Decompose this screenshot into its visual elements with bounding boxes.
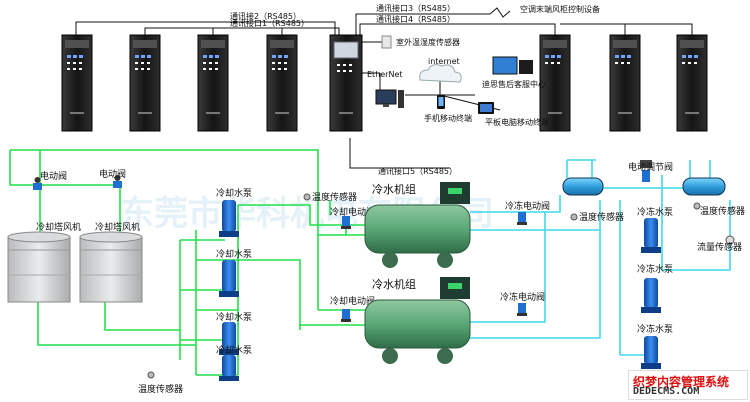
mobile-phone-icon — [437, 95, 445, 109]
service-center-icon — [492, 56, 533, 75]
main-plc-cabinet — [329, 34, 363, 132]
chilled-pump-2-label: 冷冻水泵 — [637, 263, 673, 275]
ac-terminal-label: 空调末端风柜控制设备 — [520, 4, 600, 14]
corner-logo: 织梦内容管理系统 DEDECMS.COM — [628, 370, 748, 400]
chiller-2-label: 冷水机组 — [372, 277, 416, 291]
chilled-valve-1-label: 冷冻电动阀 — [505, 200, 550, 212]
motor-valve-1-icon — [33, 177, 42, 190]
cooling-pump-4-label: 冷却水泵 — [216, 344, 252, 356]
motor-valve-1-label: 电动阀 — [40, 170, 67, 182]
cooling-tower-fan-1-label: 冷却塔风机 — [36, 221, 81, 233]
comm-port-3-label: 通讯接口3（RS485） — [376, 3, 455, 13]
comm-port-4-label: 通讯接口4（RS485） — [376, 14, 455, 24]
chilled-valve-2-label: 冷冻电动阀 — [500, 291, 545, 303]
ethernet-label: EtherNet — [367, 70, 403, 79]
supply-header — [562, 177, 604, 196]
cooling-pump-2-label: 冷却水泵 — [216, 248, 252, 260]
chiller-unit-1 — [364, 182, 471, 268]
control-cabinet — [129, 34, 161, 132]
flow-sensor-icon — [725, 235, 735, 245]
chilled-pump-3-label: 冷冻水泵 — [637, 323, 673, 335]
control-cabinets — [61, 34, 708, 132]
outdoor-sensor-icon — [381, 35, 392, 49]
cooling-valve-1-label: 冷却电动阀 — [330, 206, 375, 218]
comm-port-2-label: 通讯接2（RS485） — [230, 11, 301, 21]
motor-valve-2-icon — [113, 175, 122, 188]
temp-sensor-1-label: 温度传感器 — [312, 191, 357, 203]
control-cabinet — [266, 34, 298, 132]
desktop-computer-icon — [375, 89, 404, 108]
tablet-terminal-label: 平板电脑移动终端 — [485, 117, 549, 127]
cooling-tower-1 — [7, 231, 71, 303]
temp-sensor-3-label: 温度传感器 — [700, 205, 745, 217]
cooling-valve-1-icon — [341, 216, 351, 229]
internet-label: internet — [428, 57, 460, 66]
chiller-unit-2 — [364, 277, 471, 364]
chilled-valve-1-icon — [517, 212, 527, 225]
cooling-tower-2 — [79, 231, 143, 303]
chilled-pump-1 — [641, 218, 661, 253]
comm-bus-lines — [75, 7, 693, 169]
temperature-sensor-icon — [303, 193, 311, 201]
chiller-1-label: 冷水机组 — [372, 182, 416, 196]
temperature-sensor-icon — [570, 213, 578, 221]
temp-sensor-2-label: 温度传感器 — [579, 211, 624, 223]
motor-regulating-valve-icon — [640, 160, 652, 182]
cooling-valve-2-label: 冷却电动阀 — [330, 295, 375, 307]
outdoor-sensor-label: 室外温湿度传感器 — [396, 37, 460, 47]
cooling-pump-2 — [219, 260, 239, 297]
temp-sensor-4-label: 温度传感器 — [138, 383, 183, 395]
cooling-valve-2-icon — [341, 309, 351, 322]
cooling-pump-3 — [219, 322, 239, 355]
control-cabinet — [609, 34, 641, 132]
control-cabinet — [676, 34, 708, 132]
comm-port-5-label: 通讯接口5（RS485） — [378, 166, 457, 176]
chilled-pump-2 — [641, 278, 661, 313]
cooling-pump-1-label: 冷却水泵 — [216, 187, 252, 199]
temperature-sensor-icon — [693, 202, 701, 210]
mobile-terminal-label: 手机移动终端 — [424, 113, 472, 123]
service-center-label: 迪思售后客服中心 — [482, 79, 546, 89]
internet-cloud-icon — [419, 64, 462, 83]
motor-regulating-valve-label: 电动调节阀 — [628, 161, 673, 173]
cooling-pump-4 — [219, 355, 239, 381]
corner-logo-line2: DEDECMS.COM — [633, 386, 700, 397]
temperature-sensor-icon — [147, 371, 155, 379]
chilled-pump-1-label: 冷冻水泵 — [637, 206, 673, 218]
chilled-pump-3 — [641, 336, 661, 369]
chilled-valve-2-icon — [517, 303, 527, 316]
flow-sensor-label: 流量传感器 — [697, 241, 742, 253]
comm-port-1-label: 通讯接口1（RS485） — [230, 18, 309, 28]
control-cabinet — [197, 34, 229, 132]
return-header — [682, 177, 726, 196]
cooling-pump-3-label: 冷却水泵 — [216, 311, 252, 323]
cooling-tower-fan-2-label: 冷却塔风机 — [95, 221, 140, 233]
cooling-pump-1 — [219, 200, 239, 237]
control-cabinet — [539, 34, 571, 132]
tablet-icon — [478, 102, 494, 114]
motor-valve-2-label: 电动阀 — [99, 168, 126, 180]
corner-logo-line1: 织梦内容管理系统 — [633, 375, 730, 389]
control-cabinet — [61, 34, 93, 132]
